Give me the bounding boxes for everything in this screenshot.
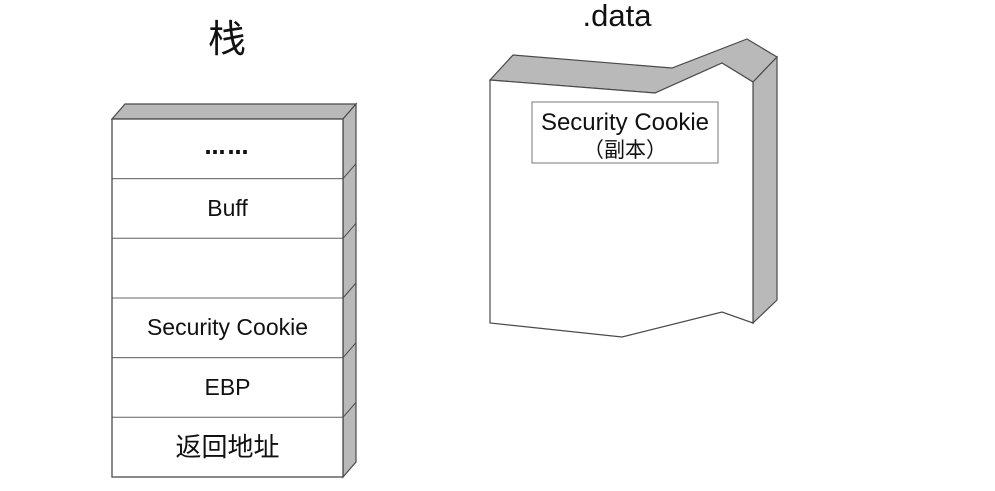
- stack-cell-label: Buff: [207, 195, 248, 221]
- stack-cell-label: ……: [205, 135, 251, 159]
- stack-top-face: [110, 103, 358, 120]
- data-section-diagram: .data Security Cookie （副本）: [488, 0, 778, 338]
- stack-cell: [111, 237, 344, 299]
- stack-diagram: 栈 …… Buff Security Cookie: [110, 19, 358, 479]
- stack-side-divider: [342, 222, 357, 239]
- stack-side-divider: [342, 342, 357, 359]
- data-side-face: [752, 55, 778, 325]
- security-cookie-copy-label: Security Cookie: [541, 109, 709, 136]
- stack-side-divider: [342, 282, 357, 299]
- security-cookie-copy-box: [531, 101, 719, 164]
- stack-cell-label: EBP: [204, 374, 250, 400]
- stack-cell: [111, 357, 344, 418]
- stack-cell: [111, 416, 344, 478]
- stack-side-divider: [342, 163, 357, 180]
- stack-cell: [111, 178, 344, 239]
- stack-cell: [111, 297, 344, 359]
- data-section-title: .data: [583, 0, 653, 33]
- stack-title: 栈: [208, 19, 246, 61]
- stack-cell-label: Security Cookie: [147, 314, 308, 340]
- stack-side-divider: [342, 401, 357, 418]
- stack-outline: [111, 118, 344, 478]
- stack-cell-label: 返回地址: [175, 433, 279, 462]
- security-cookie-copy-sublabel: （副本）: [583, 138, 667, 162]
